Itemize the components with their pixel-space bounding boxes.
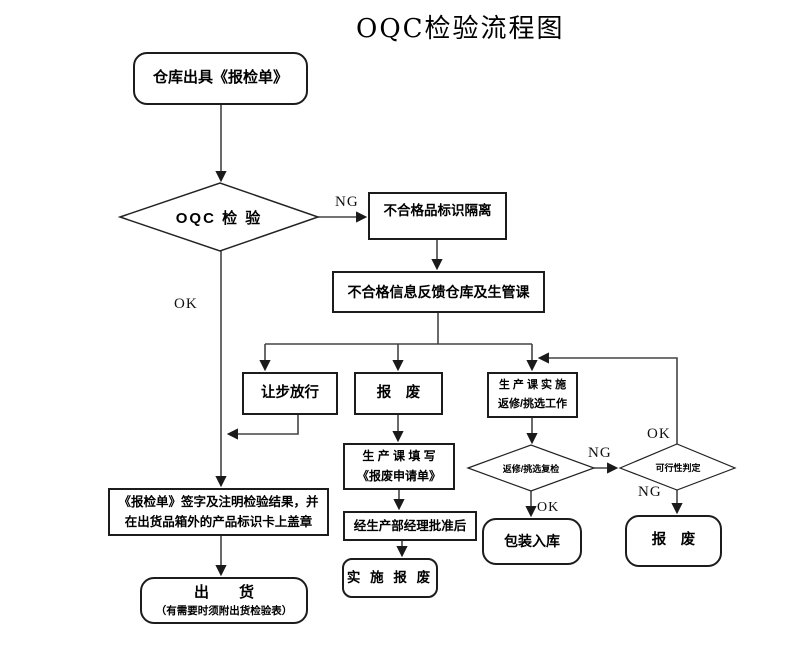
- node-sign-inspection-result: 《报检单》签字及注明检验结果，并 在出货品箱外的产品标识卡上盖章: [108, 488, 329, 536]
- node-label: 让步放行: [261, 384, 319, 401]
- node-label: 报 废: [376, 384, 421, 401]
- node-scrap-final: 报 废: [625, 515, 722, 567]
- edge-label-feasibility-ng: NG: [638, 484, 662, 500]
- node-rework-sorting: 生 产 课 实 施 返修/挑选工作: [487, 372, 578, 418]
- edge-label-feasibility-ok: OK: [647, 426, 671, 442]
- node-scrap: 报 废: [354, 372, 443, 415]
- node-recheck-decision-label: 返修/挑选复检: [502, 463, 560, 474]
- oqc-decision-diamond: [117, 182, 321, 252]
- node-feasibility-decision-label: 可行性判定: [655, 462, 701, 473]
- node-nonconforming-quarantine: 不合格品标识隔离: [368, 192, 507, 240]
- node-label: 仓库出具《报检单》: [152, 69, 288, 87]
- node-packing-warehouse: 包装入库: [482, 518, 582, 565]
- node-label: 包装入库: [504, 533, 560, 549]
- node-label: 报 废: [651, 532, 696, 549]
- node-label-line1: 《报检单》签字及注明检验结果，并: [118, 495, 319, 509]
- node-label-line2: 返修/挑选工作: [497, 398, 568, 410]
- node-label: 实 施 报 废: [346, 569, 434, 585]
- node-label-line1: 生 产 课 填 写: [362, 449, 436, 464]
- node-start-warehouse-issue: 仓库出具《报检单》: [133, 52, 308, 105]
- edge-label-recheck-ng: NG: [588, 445, 612, 461]
- recheck-decision-diamond: [466, 444, 596, 492]
- node-label: 经生产部经理批准后: [353, 518, 467, 533]
- node-nonconforming-feedback: 不合格信息反馈仓库及生管课: [332, 271, 545, 313]
- decision-shapes: [117, 182, 737, 492]
- node-label-line2: 《报废申请单》: [356, 468, 441, 483]
- node-oqc-decision-label: OQC 检 验: [175, 209, 263, 227]
- edge-label-recheck-ok: OK: [537, 500, 560, 515]
- edge-label-oqc-ok: OK: [174, 296, 198, 312]
- node-scrap-application-form: 生 产 课 填 写 《报废申请单》: [343, 443, 455, 490]
- node-manager-approval: 经生产部经理批准后: [343, 511, 477, 541]
- node-label: 不合格品标识隔离: [383, 203, 492, 218]
- node-label-line1: 生 产 课 实 施: [498, 379, 567, 392]
- node-label: 不合格信息反馈仓库及生管课: [347, 283, 530, 300]
- node-label-line1: 出 货: [193, 584, 254, 602]
- feasibility-decision-diamond: [618, 443, 737, 491]
- node-concession-release: 让步放行: [242, 372, 338, 415]
- node-shipment: 出 货 （有需要时须附出货检验表）: [140, 577, 308, 624]
- node-implement-scrap: 实 施 报 废: [342, 558, 438, 598]
- edge-label-oqc-ng: NG: [335, 194, 359, 210]
- flow-arrows: [215, 105, 683, 577]
- page-title: OQC检验流程图: [356, 14, 565, 44]
- node-label-line2: 在出货品箱外的产品标识卡上盖章: [124, 515, 313, 529]
- node-label-line2: （有需要时须附出货检验表）: [155, 604, 293, 617]
